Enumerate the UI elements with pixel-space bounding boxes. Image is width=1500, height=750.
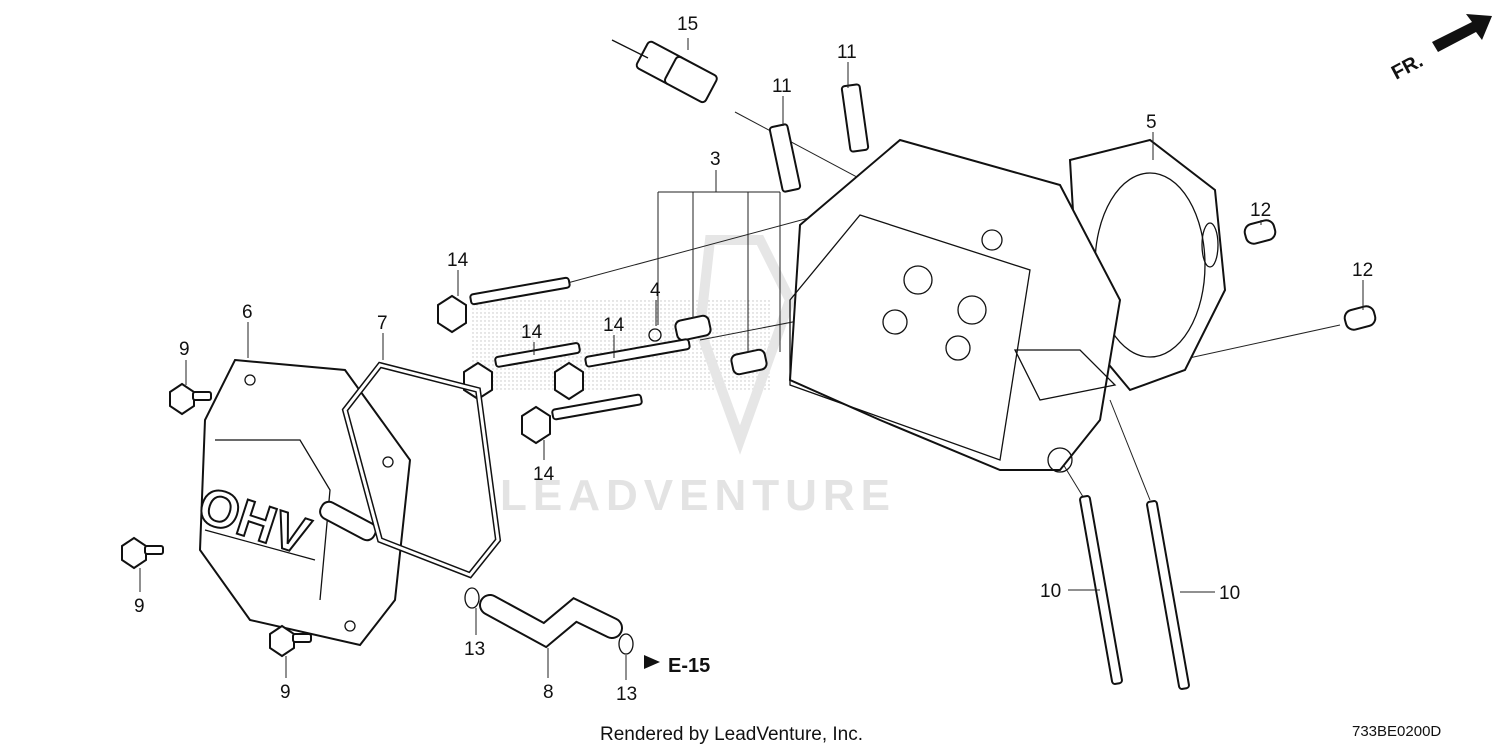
callout-3: 3	[710, 149, 721, 170]
callout-10-left: 10	[1040, 581, 1061, 602]
callout-14-top: 14	[447, 250, 469, 271]
callout-14-bottom: 14	[533, 464, 555, 485]
callout-5: 5	[1146, 112, 1157, 133]
callout-14-mid-right: 14	[603, 315, 625, 336]
callout-13-right: 13	[616, 684, 637, 705]
cover-bolts	[121, 382, 312, 658]
callout-11-left: 11	[772, 76, 792, 97]
callout-6: 6	[242, 302, 253, 323]
callouts: 15 11 11 3 5 12 12 14 4 14 14 14 6 7 9 9…	[134, 14, 1373, 705]
callout-10-right: 10	[1219, 583, 1240, 604]
long-studs	[1079, 495, 1190, 690]
callout-4: 4	[650, 280, 661, 301]
front-direction-indicator: FR.	[1388, 14, 1492, 84]
callout-7: 7	[377, 313, 388, 334]
footer-credit: Rendered by LeadVenture, Inc.	[600, 724, 863, 745]
callout-15: 15	[677, 14, 698, 35]
dowel-set	[648, 314, 768, 376]
callout-9-top: 9	[179, 339, 190, 360]
tube-clamps	[464, 587, 634, 655]
watermark: LEADVENTURE	[470, 235, 896, 520]
callout-11-right: 11	[837, 42, 857, 63]
callout-leaders	[139, 38, 1364, 680]
valve-cover: OHV	[190, 358, 412, 647]
callout-13-left: 13	[464, 639, 485, 660]
breather-tube	[479, 594, 623, 649]
watermark-text: LEADVENTURE	[500, 471, 896, 520]
valve-cover-gasket	[341, 361, 502, 579]
callout-12-upper: 12	[1250, 200, 1271, 221]
callout-14-mid-left: 14	[521, 322, 543, 343]
callout-9-middle: 9	[134, 596, 145, 617]
front-label: FR.	[1388, 50, 1427, 85]
dowel-pins	[1243, 219, 1377, 331]
reference-arrow: E-15	[644, 655, 710, 677]
callout-9-bottom: 9	[280, 682, 291, 703]
spark-plug	[611, 39, 718, 104]
cylinder-head	[788, 138, 1122, 473]
flange-bolts	[437, 276, 691, 445]
callout-8: 8	[543, 682, 554, 703]
diagram-code: 733BE0200D	[1352, 723, 1441, 740]
reference-label: E-15	[668, 655, 710, 677]
stud-bolts	[768, 83, 870, 193]
callout-12-lower: 12	[1352, 260, 1373, 281]
